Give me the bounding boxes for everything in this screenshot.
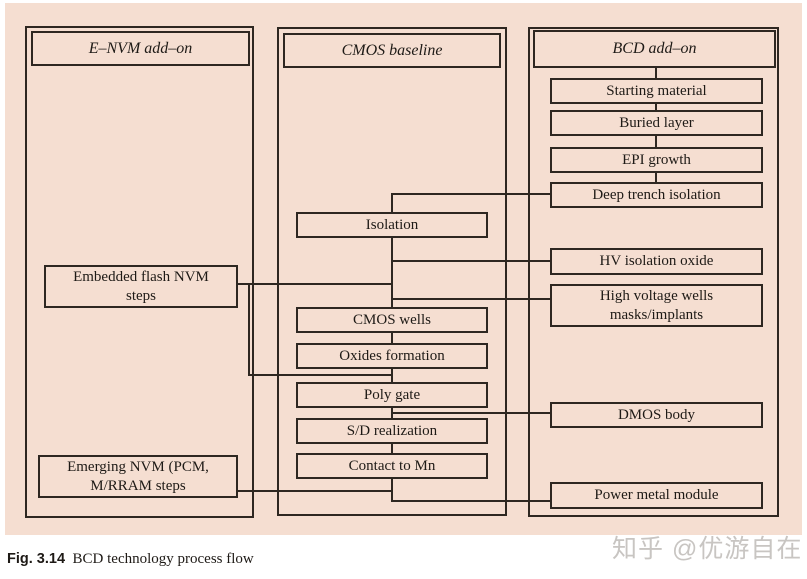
step-isolation: Isolation	[296, 212, 488, 238]
column-frame-cmos	[277, 27, 507, 516]
column-frame-bcd	[528, 27, 779, 517]
column-frame-envm	[25, 26, 254, 518]
step-epi-growth: EPI growth	[550, 147, 763, 173]
figure-caption-label: Fig. 3.14	[7, 551, 66, 567]
step-power-metal-module: Power metal module	[550, 482, 763, 509]
step-embedded-flash-nvm: Embedded flash NVM steps	[44, 265, 238, 308]
figure-caption-text: BCD technology process flow	[72, 551, 254, 567]
step-hv-isolation-oxide: HV isolation oxide	[550, 248, 763, 275]
step-sd-realization: S/D realization	[296, 418, 488, 444]
step-contact-to-mn: Contact to Mn	[296, 453, 488, 479]
step-starting-material: Starting material	[550, 78, 763, 104]
step-dmos-body: DMOS body	[550, 402, 763, 428]
step-cmos-wells: CMOS wells	[296, 307, 488, 333]
watermark-text: 知乎 @优游自在	[612, 535, 803, 563]
step-deep-trench-isolation: Deep trench isolation	[550, 182, 763, 208]
caption-spacer	[65, 551, 73, 567]
step-poly-gate: Poly gate	[296, 382, 488, 408]
column-header-bcd: BCD add–on	[533, 30, 776, 68]
step-buried-layer: Buried layer	[550, 110, 763, 136]
step-oxides-formation: Oxides formation	[296, 343, 488, 369]
figure-caption: Fig. 3.14 BCD technology process flow	[7, 551, 254, 568]
step-emerging-nvm: Emerging NVM (PCM, M/RRAM steps	[38, 455, 238, 498]
column-header-cmos: CMOS baseline	[283, 33, 501, 68]
step-high-voltage-wells: High voltage wells masks/implants	[550, 284, 763, 327]
column-header-envm: E–NVM add–on	[31, 31, 250, 66]
